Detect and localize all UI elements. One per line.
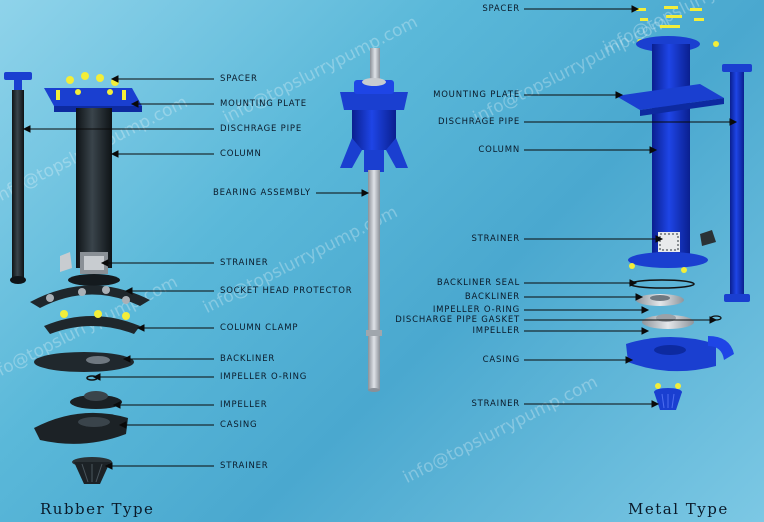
label-metal-impeller: IMPELLER	[472, 326, 520, 336]
rubber-socket-head-protector	[30, 285, 150, 308]
label-metal-spacer: SPACER	[482, 4, 520, 14]
label-backliner-seal: BACKLINER SEAL	[436, 278, 520, 288]
label-socket-head-protector: SOCKET HEAD PROTECTOR	[220, 286, 353, 296]
metal-mounting-plate	[616, 84, 724, 116]
label-backliner: BACKLINER	[220, 354, 276, 364]
label-bearing-assembly: BEARING ASSEMBLY	[213, 188, 311, 198]
label-strainer-bottom: STRAINER	[220, 461, 269, 471]
label-casing: CASING	[220, 420, 258, 430]
label-discharge-pipe-gasket: DISCHARGE PIPE GASKET	[395, 315, 520, 325]
rubber-spacer-bolts	[56, 72, 126, 100]
metal-column	[628, 36, 716, 273]
label-metal-discharge-pipe: DISCHRAGE PIPE	[438, 117, 520, 127]
rubber-casing	[34, 412, 128, 444]
center-leader-line	[316, 189, 370, 197]
metal-strainer	[654, 383, 682, 410]
label-discharge-pipe: DISCHRAGE PIPE	[220, 124, 302, 134]
rubber-column	[60, 108, 120, 286]
label-impeller-o-ring: IMPELLER O-RING	[220, 372, 308, 382]
label-metal-backliner: BACKLINER	[464, 292, 520, 302]
rubber-impeller	[70, 391, 122, 409]
label-metal-impeller-o-ring: IMPELLER O-RING	[432, 305, 520, 315]
label-metal-strainer-bottom: STRAINER	[471, 399, 520, 409]
right-leader-lines	[524, 5, 738, 408]
label-spacer: SPACER	[220, 74, 258, 84]
metal-casing	[626, 336, 734, 372]
label-strainer: STRAINER	[220, 258, 269, 268]
metal-backliner-seal	[629, 279, 695, 289]
rubber-backliner	[34, 352, 134, 372]
rubber-strainer	[72, 457, 112, 484]
label-column-clamp: COLUMN CLAMP	[220, 323, 299, 333]
metal-impeller	[642, 314, 722, 329]
label-impeller: IMPELLER	[220, 400, 268, 410]
title-metal-type: Metal Type	[628, 500, 729, 518]
label-metal-mounting-plate: MOUNTING PLATE	[433, 90, 520, 100]
label-mounting-plate: MOUNTING PLATE	[220, 99, 307, 109]
left-leader-lines	[22, 75, 214, 470]
label-metal-column: COLUMN	[478, 145, 520, 155]
rubber-discharge-pipe	[4, 72, 32, 284]
rubber-column-clamp	[44, 310, 140, 334]
label-column: COLUMN	[220, 149, 262, 159]
metal-discharge-pipe	[722, 64, 752, 302]
metal-backliner	[636, 294, 684, 306]
label-metal-casing: CASING	[482, 355, 520, 365]
bearing-assembly	[340, 48, 408, 392]
label-metal-strainer: STRAINER	[471, 234, 520, 244]
title-rubber-type: Rubber Type	[40, 500, 155, 518]
